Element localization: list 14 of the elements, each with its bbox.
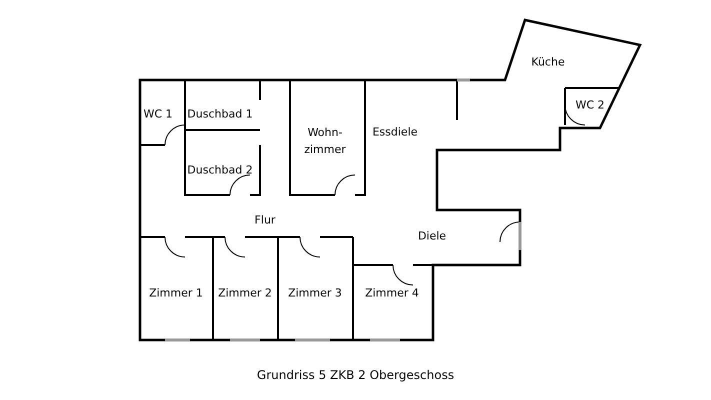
room-label: Zimmer 2	[218, 286, 272, 300]
room-label: Zimmer 3	[288, 286, 342, 300]
room-label: Essdiele	[372, 126, 418, 138]
room-label: WC 2	[575, 98, 605, 112]
room-label: Duschbad 2	[187, 164, 253, 176]
room-label: Wohn- zimmer	[303, 125, 347, 158]
room-label: Küche	[531, 56, 565, 68]
room-label: WC 1	[143, 108, 173, 120]
room-label: Zimmer 1	[149, 286, 203, 300]
plan-caption: Grundriss 5 ZKB 2 Obergeschoss	[256, 368, 456, 382]
room-label: Flur	[254, 214, 276, 226]
room-label: Diele	[418, 230, 446, 242]
room-label: Zimmer 4	[365, 286, 419, 300]
room-label: Duschbad 1	[187, 108, 253, 120]
